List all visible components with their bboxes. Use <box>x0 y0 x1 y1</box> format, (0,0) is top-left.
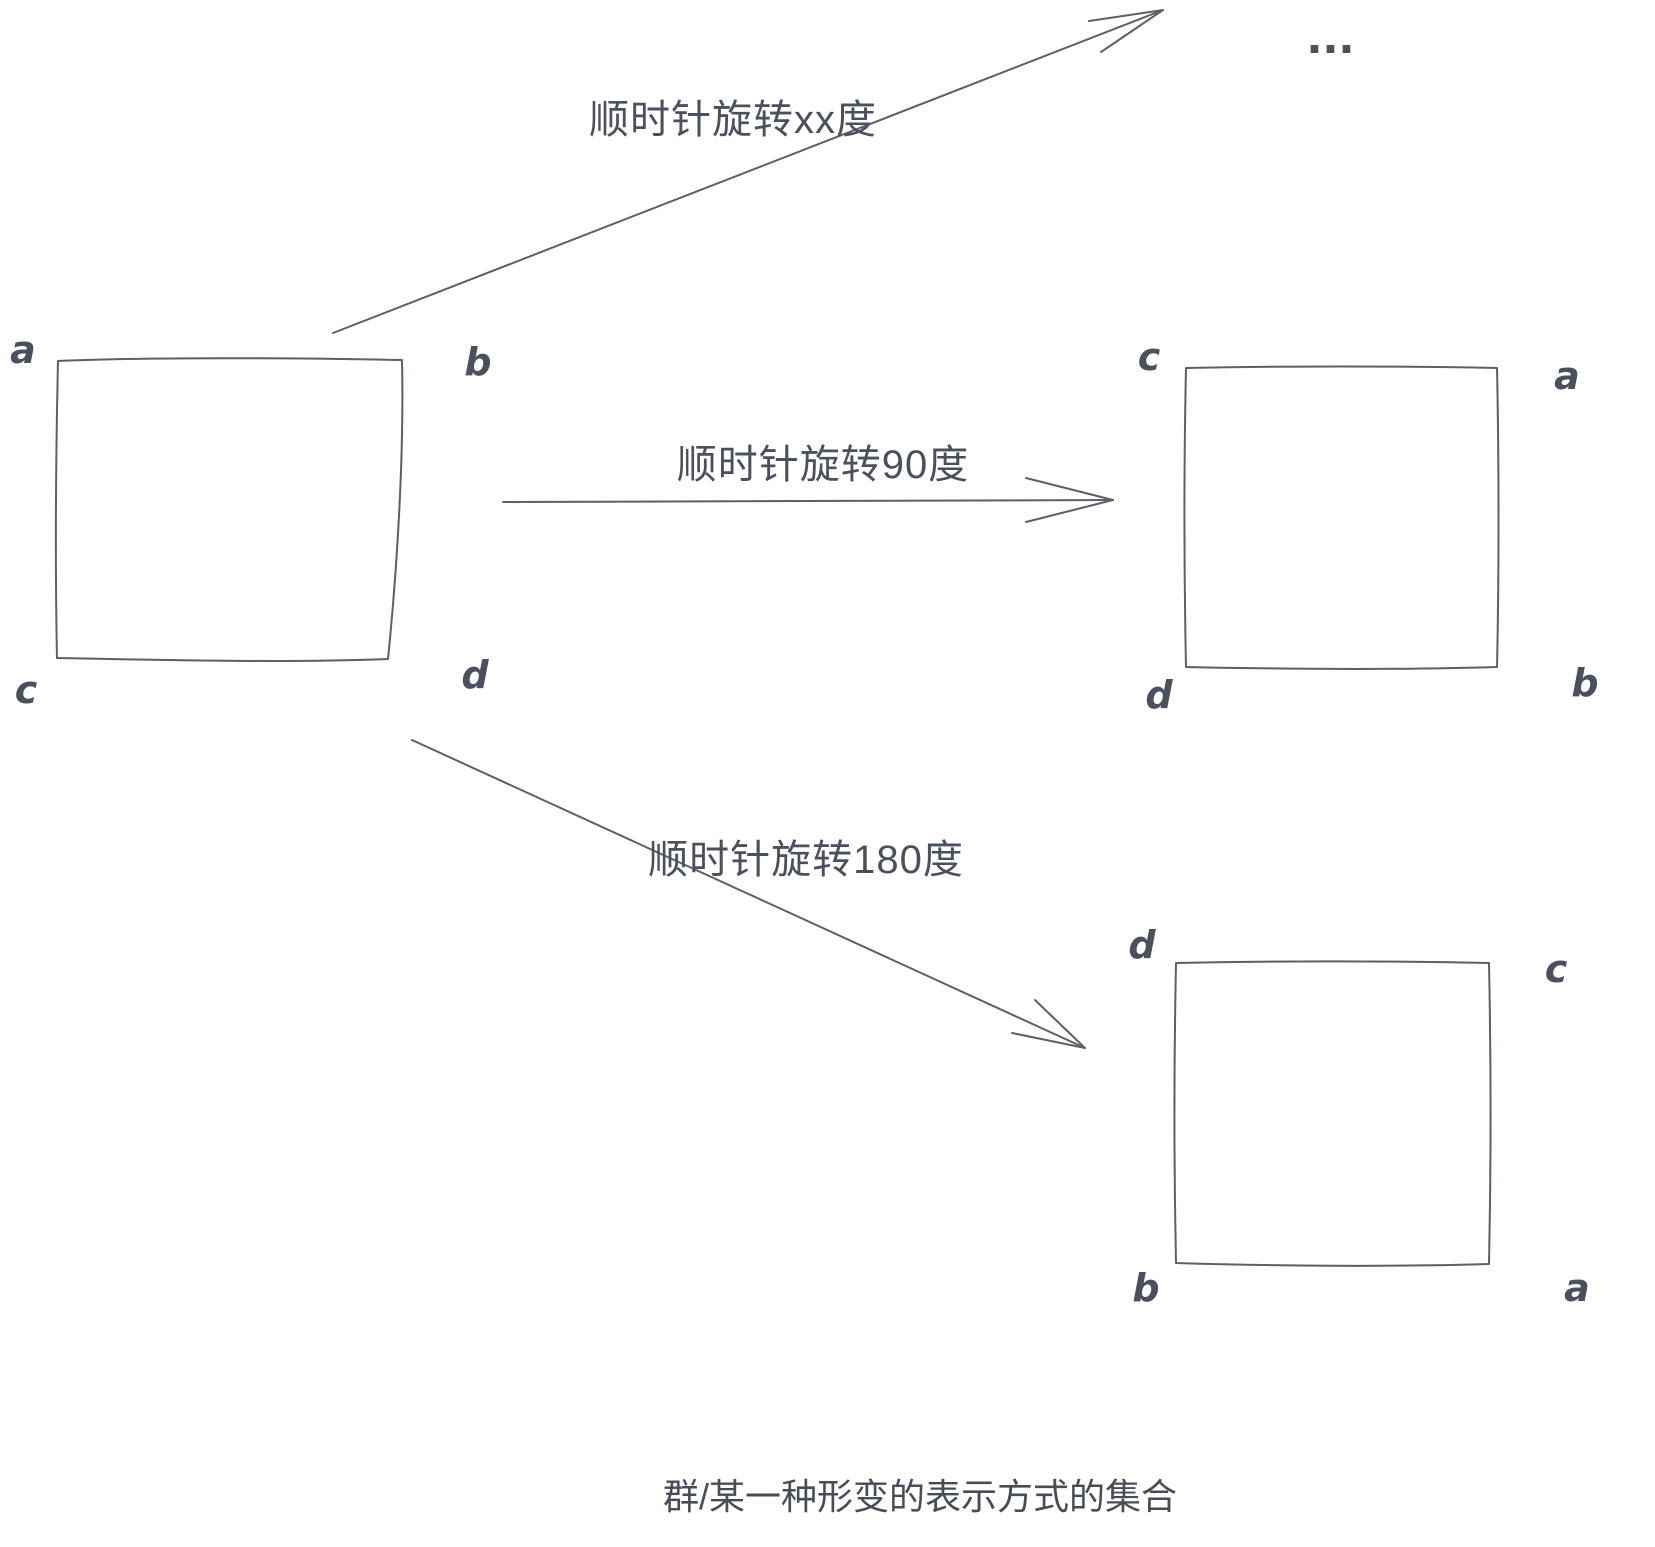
square-original <box>54 357 404 662</box>
corner-label-rot90-bottom-left: d <box>1145 673 1173 717</box>
corner-label-original-bottom-right: d <box>461 653 489 697</box>
square-rotated-90 <box>1183 365 1500 670</box>
corner-label-rot180-bottom-right: a <box>1564 1266 1590 1310</box>
square-rotated-180 <box>1173 960 1492 1267</box>
corner-label-rot180-top-left: d <box>1128 923 1156 967</box>
corner-label-rot180-bottom-left: b <box>1132 1266 1160 1310</box>
corner-label-rot180-top-right: c <box>1544 947 1568 991</box>
ellipsis-more-rotations: ... <box>1306 5 1356 66</box>
arrow-rotate-180 <box>411 739 1086 1049</box>
arrow-rotate-90 <box>502 477 1114 523</box>
corner-label-original-top-right: b <box>464 340 492 384</box>
corner-label-original-top-left: a <box>10 328 36 372</box>
arrow-label-rotate-90: 顺时针旋转90度 <box>676 443 970 487</box>
diagram-caption: 群/某一种形变的表示方式的集合 <box>662 1476 1178 1517</box>
corner-label-original-bottom-left: c <box>14 668 38 712</box>
arrow-rotate-xx <box>332 9 1164 334</box>
arrow-label-rotate-xx: 顺时针旋转xx度 <box>589 98 877 142</box>
corner-label-rot90-bottom-right: b <box>1571 661 1599 705</box>
corner-label-rot90-top-left: c <box>1137 335 1161 379</box>
corner-label-rot90-top-right: a <box>1554 354 1580 398</box>
arrow-label-rotate-180: 顺时针旋转180度 <box>648 838 964 882</box>
